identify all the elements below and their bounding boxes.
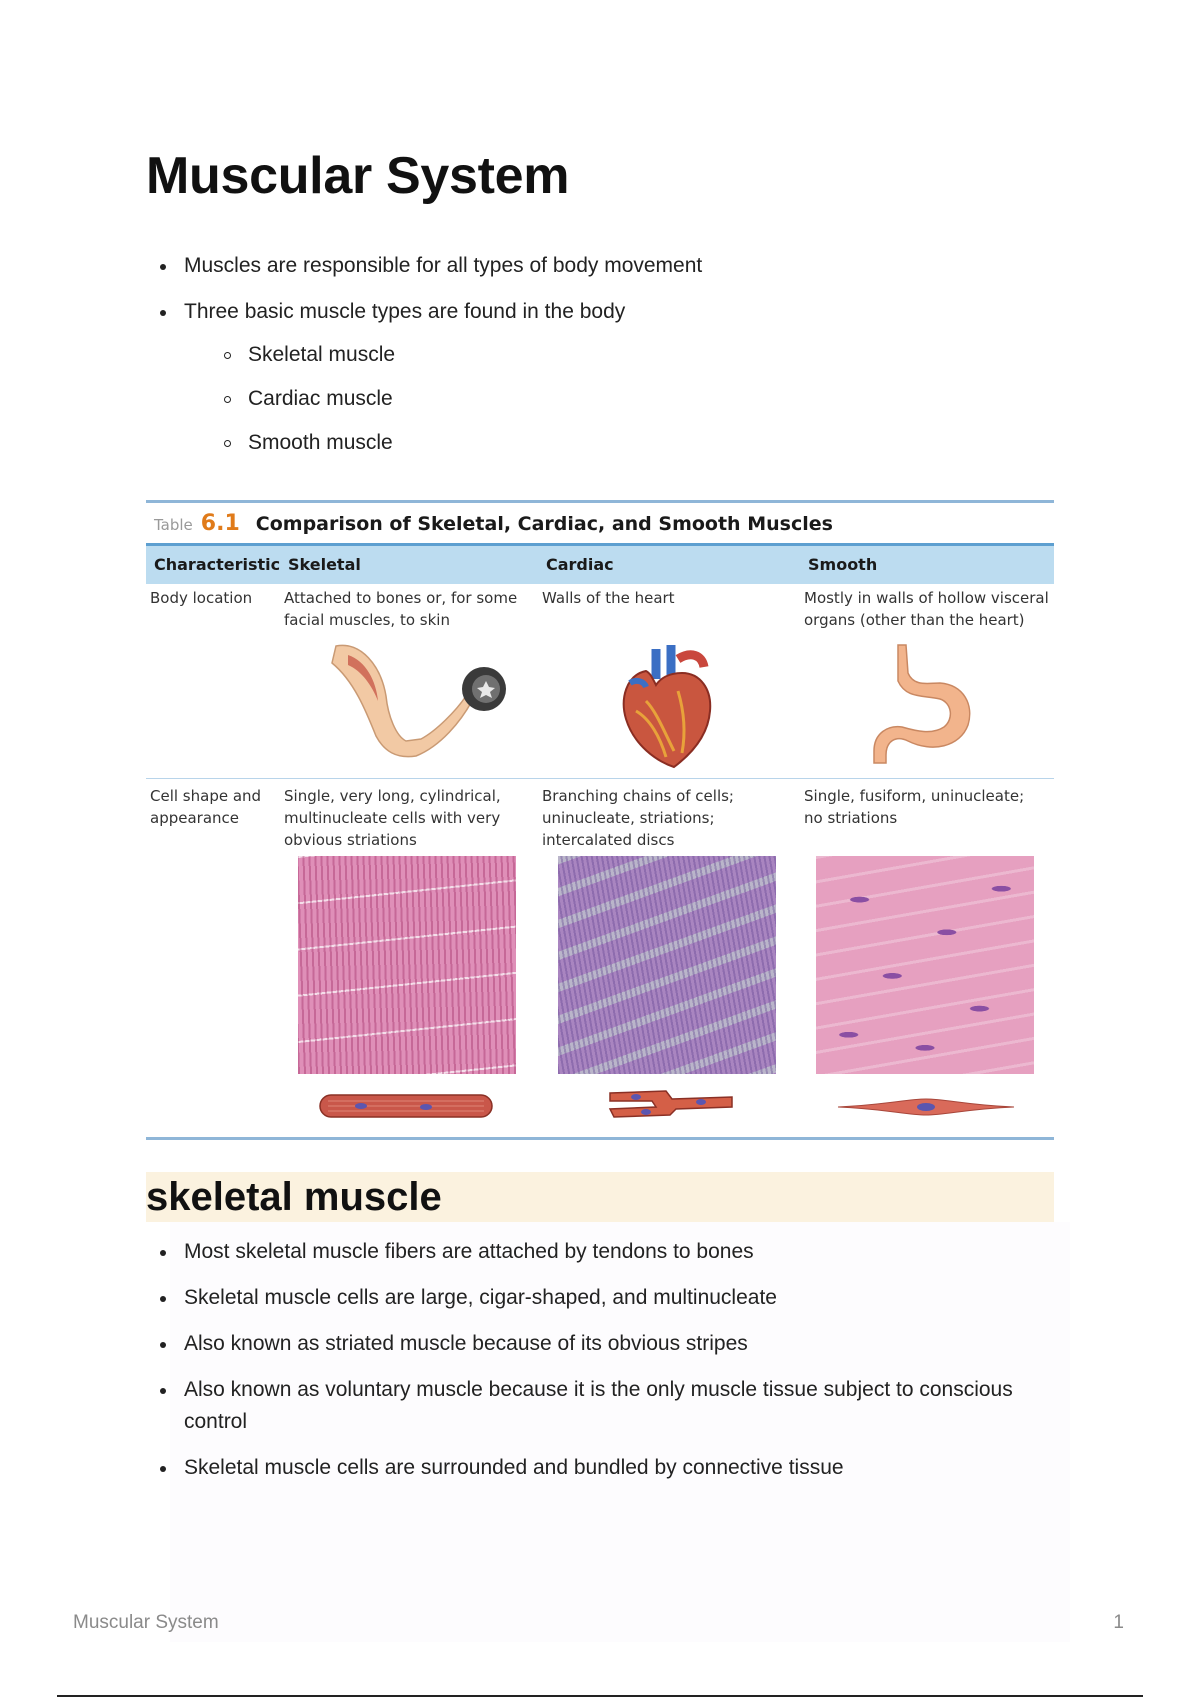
skeletal-cell-illustration	[319, 1094, 493, 1118]
list-item: Skeletal muscle cells are surrounded and…	[160, 1452, 1060, 1484]
intro-bullet-list: Muscles are responsible for all types of…	[160, 252, 702, 475]
heart-illustration	[622, 645, 712, 769]
table-title: Comparison of Skeletal, Cardiac, and Smo…	[255, 513, 833, 535]
table-header-row: Characteristic Skeletal Cardiac Smooth	[146, 543, 1054, 584]
sublist-item: Cardiac muscle	[224, 385, 702, 413]
bottom-rule	[57, 1695, 1143, 1697]
list-item: Skeletal muscle cells are large, cigar-s…	[160, 1282, 1060, 1314]
table-cell-cardiac: Branching chains of cells; uninucleate, …	[542, 787, 734, 849]
page-title: Muscular System	[146, 147, 570, 205]
flexed-arm-illustration	[331, 644, 506, 758]
smooth-cell-illustration	[837, 1098, 1015, 1116]
smooth-tissue-micrograph	[816, 856, 1034, 1074]
footer-title: Muscular System	[73, 1612, 219, 1633]
skeletal-muscle-bullet-list: Most skeletal muscle fibers are attached…	[160, 1236, 1060, 1498]
sublist-item: Smooth muscle	[224, 429, 702, 457]
list-item: Muscles are responsible for all types of…	[160, 252, 702, 280]
list-item: Most skeletal muscle fibers are attached…	[160, 1236, 1060, 1268]
list-item-text: Three basic muscle types are found in th…	[184, 300, 626, 323]
table-label: Table	[154, 516, 193, 534]
column-header-cardiac: Cardiac	[546, 555, 614, 574]
list-item: Three basic muscle types are found in th…	[160, 298, 702, 457]
table-number: 6.1	[200, 511, 240, 536]
table-cell-cardiac: Walls of the heart	[542, 589, 675, 607]
stomach-illustration	[873, 644, 971, 764]
table-cell-smooth: Single, fusiform, uninucleate; no striat…	[804, 787, 1025, 827]
table-cell-smooth: Mostly in walls of hollow visceral organ…	[804, 589, 1049, 629]
table-cell-skeletal: Single, very long, cylindrical, multinuc…	[284, 787, 501, 849]
table-cell-characteristic: Cell shape and appearance	[150, 787, 262, 827]
column-header-characteristic: Characteristic	[154, 555, 281, 574]
cardiac-cell-illustration	[608, 1090, 733, 1118]
sublist-item: Skeletal muscle	[224, 341, 702, 369]
page-number: 1	[1113, 1612, 1124, 1633]
table-row-divider	[146, 778, 1054, 779]
table-caption: Table 6.1 Comparison of Skeletal, Cardia…	[154, 511, 833, 541]
skeletal-tissue-micrograph	[298, 856, 516, 1074]
table-cell-skeletal: Attached to bones or, for some facial mu…	[284, 589, 518, 629]
muscle-comparison-table: Table 6.1 Comparison of Skeletal, Cardia…	[146, 500, 1054, 1140]
column-header-skeletal: Skeletal	[288, 555, 361, 574]
list-item: Also known as striated muscle because of…	[160, 1328, 1060, 1360]
section-heading: skeletal muscle	[146, 1172, 1054, 1222]
list-item: Also known as voluntary muscle because i…	[160, 1374, 1060, 1438]
muscle-types-sublist: Skeletal muscle Cardiac muscle Smooth mu…	[224, 341, 702, 457]
column-header-smooth: Smooth	[808, 555, 878, 574]
table-cell-characteristic: Body location	[150, 589, 253, 607]
section-background	[170, 1222, 1070, 1642]
cardiac-tissue-micrograph	[558, 856, 776, 1074]
